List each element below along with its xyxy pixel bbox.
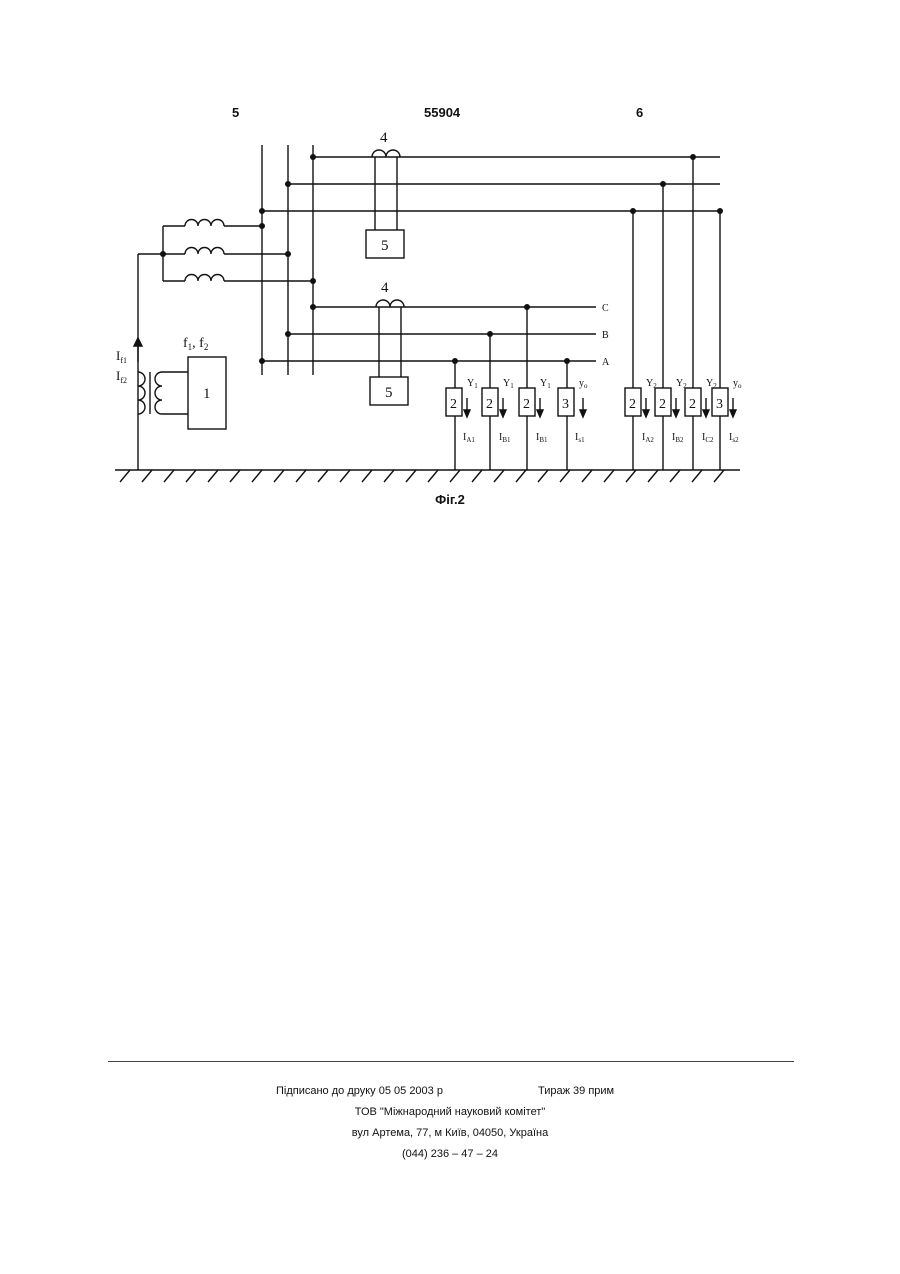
right-load-box-number: 2 [629, 397, 636, 412]
figure-caption: Фіг.2 [0, 492, 900, 507]
left-load-admittance-label: Y1 [540, 378, 551, 390]
left-load-admittance-label: Y1 [467, 378, 478, 390]
ct-label-lower: 4 [381, 280, 389, 296]
coupling-coils [138, 220, 313, 470]
left-load-box-number: 2 [486, 397, 493, 412]
current-subscript: s2 [732, 436, 739, 444]
current-label-f2: If2 [116, 368, 127, 385]
right-load-admittance-label: Y2 [646, 378, 657, 390]
meter-label-lower: 5 [385, 385, 393, 401]
admittance-subscript: 2 [653, 382, 657, 390]
left-load-box-number: 2 [523, 397, 530, 412]
phase-label-a: A [602, 357, 610, 368]
right-load-current-label: IA2 [642, 432, 654, 444]
right-load-box-number: 3 [716, 397, 723, 412]
ground-symbol [115, 470, 740, 482]
admittance-subscript: 2 [683, 382, 687, 390]
right-load-drops [633, 157, 720, 470]
admittance-symbol: Y [646, 378, 653, 389]
lower-feeder-lines [262, 307, 596, 361]
left-load-current-label: IB1 [499, 432, 511, 444]
admittance-symbol: Y [503, 378, 510, 389]
injection-transformer [134, 338, 188, 414]
footer-address: вул Артема, 77, м Київ, 04050, Україна [0, 1127, 900, 1139]
left-load-box-number: 2 [450, 397, 457, 412]
left-load-admittance-label: Y1 [503, 378, 514, 390]
right-load-current-label: IC2 [702, 432, 714, 444]
circuit-diagram: 4 4 5 5 1 C B A f1, f2 If1 If2 2Y1IA12Y1… [0, 0, 900, 520]
admittance-subscript: 2 [713, 382, 717, 390]
right-load-current-label: Is2 [729, 432, 739, 444]
meter-label-upper: 5 [381, 238, 389, 254]
generator-label: 1 [203, 386, 211, 402]
footer-signed: Підписано до друку 05 05 2003 р [276, 1085, 443, 1097]
footer-phone: (044) 236 – 47 – 24 [0, 1148, 900, 1160]
current-subscript: B1 [502, 436, 511, 444]
right-load-admittance-label: yo [733, 378, 742, 390]
current-label-f1: If1 [116, 348, 127, 365]
admittance-symbol: Y [467, 378, 474, 389]
current-subscript: A1 [466, 436, 475, 444]
left-load-admittance-label: yo [579, 378, 588, 390]
right-load-box-number: 2 [659, 397, 666, 412]
admittance-symbol: Y [676, 378, 683, 389]
current-subscript: C2 [705, 436, 714, 444]
admittance-subscript: 1 [510, 382, 514, 390]
current-subscript: s1 [578, 436, 585, 444]
footer-rule [108, 1061, 794, 1062]
admittance-symbol: Y [706, 378, 713, 389]
admittance-subscript: 1 [547, 382, 551, 390]
current-subscript: B1 [539, 436, 548, 444]
phase-label-b: B [602, 330, 609, 341]
current-subscript: A2 [645, 436, 654, 444]
phase-label-c: C [602, 303, 609, 314]
right-load-box-number: 2 [689, 397, 696, 412]
left-load-current-label: Is1 [575, 432, 585, 444]
left-load-current-label: IA1 [463, 432, 475, 444]
admittance-subscript: 1 [474, 382, 478, 390]
ct-label-upper: 4 [380, 130, 388, 146]
admittance-symbol: Y [540, 378, 547, 389]
admittance-subscript: o [738, 382, 742, 390]
current-subscript: B2 [675, 436, 684, 444]
right-load-current-label: IB2 [672, 432, 684, 444]
freq-label: f1, f2 [183, 336, 208, 352]
footer-circulation: Тираж 39 прим [538, 1085, 614, 1097]
footer-publisher: ТОВ "Міжнародний науковий комітет" [0, 1106, 900, 1118]
upper-feeder-lines [262, 157, 720, 211]
admittance-subscript: o [584, 382, 588, 390]
left-load-box-number: 3 [562, 397, 569, 412]
vertical-buses [262, 145, 313, 375]
right-load-admittance-label: Y2 [676, 378, 687, 390]
junction-dots [160, 154, 723, 364]
left-load-current-label: IB1 [536, 432, 548, 444]
right-load-admittance-label: Y2 [706, 378, 717, 390]
